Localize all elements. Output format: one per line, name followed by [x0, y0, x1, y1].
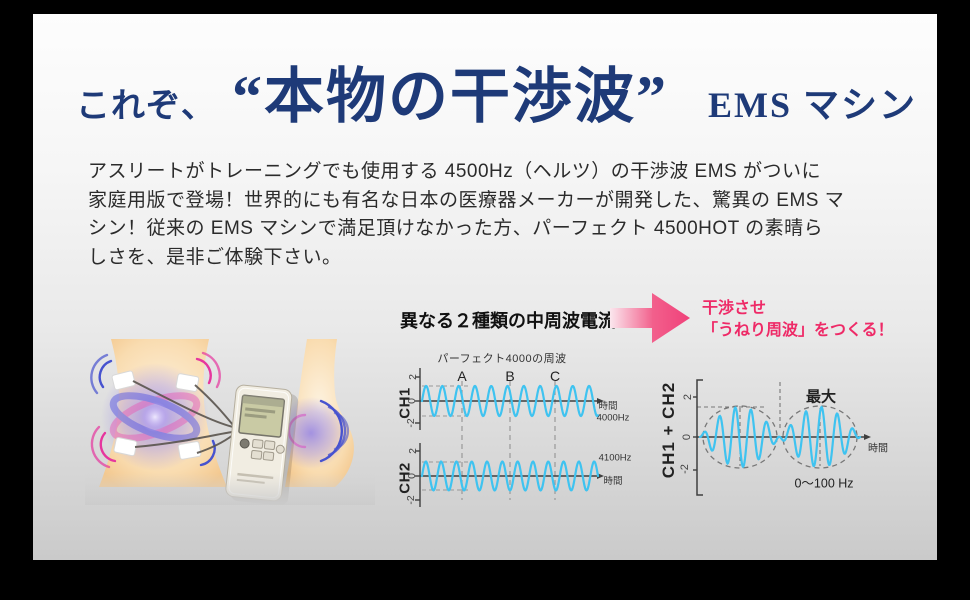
intro-line-3: シン！従来の EMS マシンで満足頂けなかった方、パーフェクト 4500HOT …: [88, 218, 824, 239]
intro-line-1: アスリートがトレーニングでも使用する 4500Hz（ヘルツ）の干渉波 EMS が…: [88, 161, 821, 182]
sum-tick-2: 2: [682, 393, 694, 401]
beat-wave-chart-plot: [693, 379, 871, 496]
banner-canvas: これぞ、 “本物の干渉波” EMS マシン アスリートがトレーニングでも使用する…: [33, 14, 937, 560]
ch2-tick-2: 2: [407, 448, 419, 454]
hip-signal-arcs: [287, 399, 350, 463]
title-prefix: これぞ、: [76, 88, 216, 125]
ch1-tick-0: 0: [406, 398, 418, 404]
ch1-time-label: 時間: [598, 401, 618, 412]
bottom-fade: [85, 473, 375, 505]
device-buttons: [239, 438, 285, 461]
ch2-tick-0: 0: [406, 473, 418, 479]
two-frequency-chart: パーフェクト4000の周波 A B C CH1 2 0 -2 時間 4000Hz…: [397, 350, 638, 520]
ch1-time-axis-arrow: [597, 398, 604, 404]
interference-core: [140, 402, 170, 432]
sum-time-axis-arrow: [864, 434, 871, 440]
ch1-axes: [415, 368, 597, 430]
intro-line-2: 家庭用版で登場！世界的にも有名な日本の医療器メーカーが開発した、驚異の EMS …: [88, 189, 845, 211]
ch1-tick-2: 2: [407, 374, 419, 380]
ch1-frequency-label: 4000Hz: [596, 412, 630, 424]
amplitude-guide-lines: [422, 385, 468, 491]
section-marker-a: A: [457, 368, 467, 384]
ch2-tick-neg2: -2: [405, 495, 417, 505]
sum-axis-label: CH1 + CH2: [659, 381, 678, 479]
electrode-pads: [111, 370, 202, 460]
result-line-1: 干渉させ: [702, 300, 767, 317]
sum-tick-neg2: -2: [679, 464, 691, 474]
arrow-head: [652, 293, 690, 343]
title-main: “本物の干渉波”: [232, 64, 668, 130]
beat-frequency-range-label: 0～100 Hz: [794, 476, 854, 491]
two-frequency-chart-plot: [415, 368, 604, 507]
title-suffix: EMS マシン: [708, 85, 918, 125]
intro-paragraph: アスリートがトレーニングでも使用する 4500Hz（ヘルツ）の干渉波 EMS が…: [88, 158, 844, 272]
sum-axis-ticks: [693, 396, 864, 471]
beat-wave: [698, 405, 862, 469]
signal-arcs: [90, 351, 221, 469]
section-marker-b: B: [505, 368, 515, 384]
sum-tick-0: 0: [681, 433, 693, 441]
page-title: これぞ、 “本物の干渉波” EMS マシン: [76, 48, 917, 135]
two-currents-label: 異なる２種類の中周波電流: [400, 311, 616, 331]
result-line-2: 「うねり周波」をつくる！: [702, 322, 894, 339]
ch1-sine-wave: [420, 384, 600, 418]
max-amplitude-label: 最大: [805, 388, 837, 406]
sum-time-label: 時間: [868, 443, 888, 455]
beat-wave-chart: CH1 + CH2 2 0 -2 最大 時間 0～100 Hz: [652, 368, 907, 513]
section-marker-c: C: [549, 368, 561, 384]
interference-ellipses: [109, 392, 201, 442]
ch2-sine-wave: [420, 460, 600, 492]
intro-line-4: しさを、是非ご体験下さい。: [88, 246, 342, 268]
ch2-frequency-label: 4100Hz: [598, 452, 632, 464]
ch2-time-label: 時間: [603, 476, 623, 487]
chart-title: パーフェクト4000の周波: [437, 353, 567, 365]
arrow-body: [610, 308, 653, 328]
ems-body-illustration: [85, 339, 375, 505]
ch1-tick-neg2: -2: [405, 418, 417, 428]
interference-result-label: 干渉させ 「うねり周波」をつくる！: [702, 298, 894, 342]
hip-glow: [275, 397, 347, 469]
guide-lines: [697, 382, 821, 466]
right-arrow-icon: [610, 293, 690, 343]
